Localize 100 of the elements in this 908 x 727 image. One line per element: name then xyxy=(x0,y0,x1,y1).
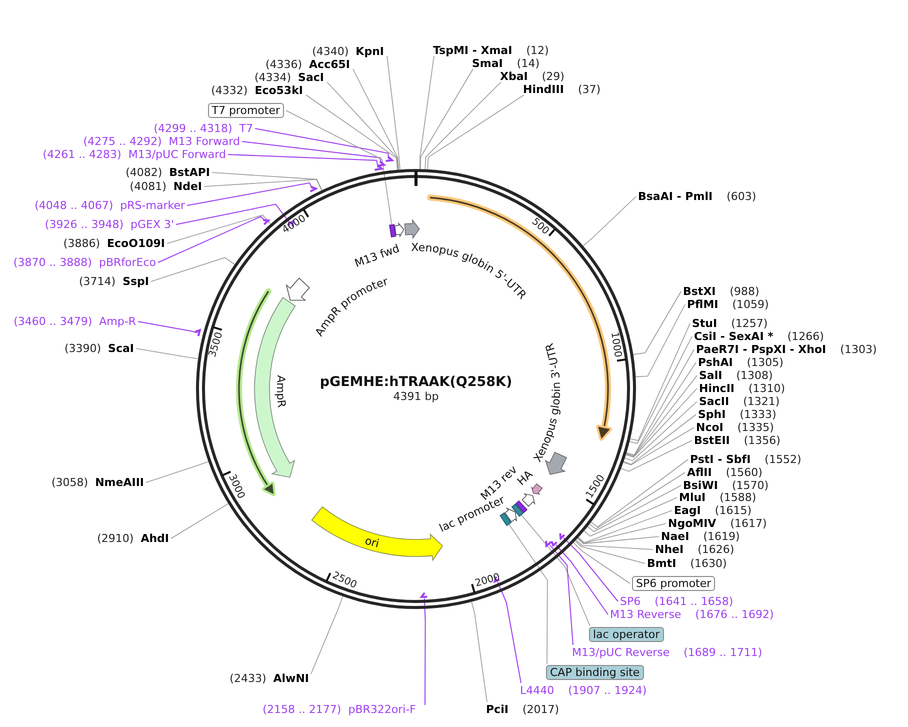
cut-site-position: (1303) xyxy=(840,343,877,356)
enzyme-name: NgoMIV xyxy=(668,517,716,530)
cut-site-position: (14) xyxy=(516,57,540,70)
primer-name: T7 xyxy=(239,122,253,135)
leader-line xyxy=(424,82,502,170)
leader-line xyxy=(212,172,322,191)
primer-name: M13 Forward xyxy=(168,135,240,148)
leader-line xyxy=(286,110,392,225)
primer-location: (2158 .. 2177) xyxy=(262,703,342,716)
feature-label: SP6 promoter xyxy=(632,576,716,591)
cut-site-position: (1305) xyxy=(746,356,784,369)
primer-mark xyxy=(545,540,552,547)
feature-block xyxy=(516,500,528,513)
enzyme-name: NcoI xyxy=(696,421,724,434)
leader-line xyxy=(576,540,654,550)
feature-band xyxy=(522,494,536,507)
tick-label: 2500 xyxy=(330,570,358,591)
primer-mark xyxy=(262,218,270,226)
enzyme-name: HindIII xyxy=(523,83,564,96)
primer-mark xyxy=(195,329,201,336)
cut-site-position: (1266) xyxy=(787,330,824,343)
leader-line xyxy=(563,537,618,602)
cut-site-position: (1552) xyxy=(764,453,802,466)
cut-site-position: (1630) xyxy=(690,557,727,570)
enzyme-name: AlwNI xyxy=(273,672,309,685)
leader-line xyxy=(420,68,474,170)
enzyme-name: EcoO109I xyxy=(107,237,165,250)
feature-band xyxy=(531,484,543,494)
primer-mark xyxy=(559,533,565,540)
primer-name: L4440 xyxy=(520,684,554,697)
enzyme-name: NdeI xyxy=(173,180,202,193)
leader-line xyxy=(584,497,678,537)
leader-line xyxy=(146,461,209,483)
enzyme-name: NaeI xyxy=(661,530,690,543)
leader-line xyxy=(176,204,290,225)
leader-line xyxy=(427,94,524,170)
enzyme-name: NheI xyxy=(655,543,684,556)
feature-band xyxy=(394,223,404,237)
cut-site-position: (1560) xyxy=(726,466,762,479)
cut-site-position: (1335) xyxy=(737,421,774,434)
primer-name: pRS-marker xyxy=(120,199,185,212)
feature-label: CAP binding site xyxy=(546,665,644,680)
cut-site-position: (4340) xyxy=(312,45,349,58)
leader-line xyxy=(555,544,608,615)
enzyme-name: XbaI xyxy=(500,70,528,83)
leader-line xyxy=(138,321,198,334)
leader-line xyxy=(624,401,698,462)
primer-location: (1689 .. 1711) xyxy=(684,646,762,659)
leader-line xyxy=(549,544,574,646)
primer-location: (1907 .. 1924) xyxy=(568,684,647,697)
enzyme-name: BsiWI xyxy=(683,479,718,492)
primer-location: (1641 .. 1658) xyxy=(654,595,734,608)
enzyme-name: SspI xyxy=(122,275,149,288)
cut-site-position: (2017) xyxy=(522,703,560,716)
enzyme-name: EagI xyxy=(674,504,701,517)
cut-site-position: (1333) xyxy=(740,408,776,421)
leader-line xyxy=(635,304,686,378)
enzyme-name: SacI xyxy=(298,71,324,84)
enzyme-name: Eco53kI xyxy=(254,84,303,97)
cut-site-position: (1617) xyxy=(730,517,767,530)
primer-mark xyxy=(550,541,558,546)
cut-site-position: (1356) xyxy=(744,434,780,447)
primer-name: pGEX 3' xyxy=(130,218,174,231)
enzyme-name: Acc65I xyxy=(309,58,350,71)
plasmid-name: pGEMHE:hTRAAK(Q258K) xyxy=(320,375,512,390)
enzyme-name: KpnI xyxy=(356,45,384,58)
leader-line xyxy=(158,216,266,263)
cut-site-position: (29) xyxy=(542,70,564,83)
feature-band xyxy=(286,278,310,301)
enzyme-name: PshAI xyxy=(698,356,733,369)
cut-site-position: (12) xyxy=(526,44,549,57)
cut-site-position: (1588) xyxy=(720,491,756,504)
tick-label: 2000 xyxy=(474,572,502,590)
cut-site-position: (1619) xyxy=(703,530,740,543)
cut-site-position: (37) xyxy=(578,83,601,96)
primer-mark xyxy=(286,220,294,227)
leader-line xyxy=(508,524,548,664)
plasmid-size: 4391 bp xyxy=(393,390,439,403)
enzyme-name: SphI xyxy=(698,408,726,421)
cut-site-position: (3390) xyxy=(64,342,102,355)
leader-line xyxy=(626,375,698,458)
enzyme-name: MluI xyxy=(679,491,706,504)
leader-line xyxy=(419,56,434,170)
cut-site-position: (4332) xyxy=(211,84,248,97)
enzyme-name: PflMI xyxy=(687,298,718,311)
leader-line xyxy=(150,257,236,282)
leader-line xyxy=(578,523,666,544)
enzyme-name: PaeR7I - PspXI - XhoI xyxy=(696,343,826,356)
primer-mark xyxy=(420,592,428,598)
primer-location: (1676 .. 1692) xyxy=(695,608,774,621)
cut-site-position: (1059) xyxy=(732,298,769,311)
enzyme-name: AflII xyxy=(687,466,712,479)
primer-name: M13/pUC Reverse xyxy=(572,646,670,659)
cut-site-position: (2910) xyxy=(97,532,134,545)
cut-site-position: (1570) xyxy=(732,479,769,492)
leader-line xyxy=(424,598,426,706)
enzyme-name: CsiI - SexAI * xyxy=(694,330,774,343)
leader-line xyxy=(204,179,322,191)
tick-label: 1000 xyxy=(608,331,623,358)
feature-block xyxy=(389,224,396,238)
